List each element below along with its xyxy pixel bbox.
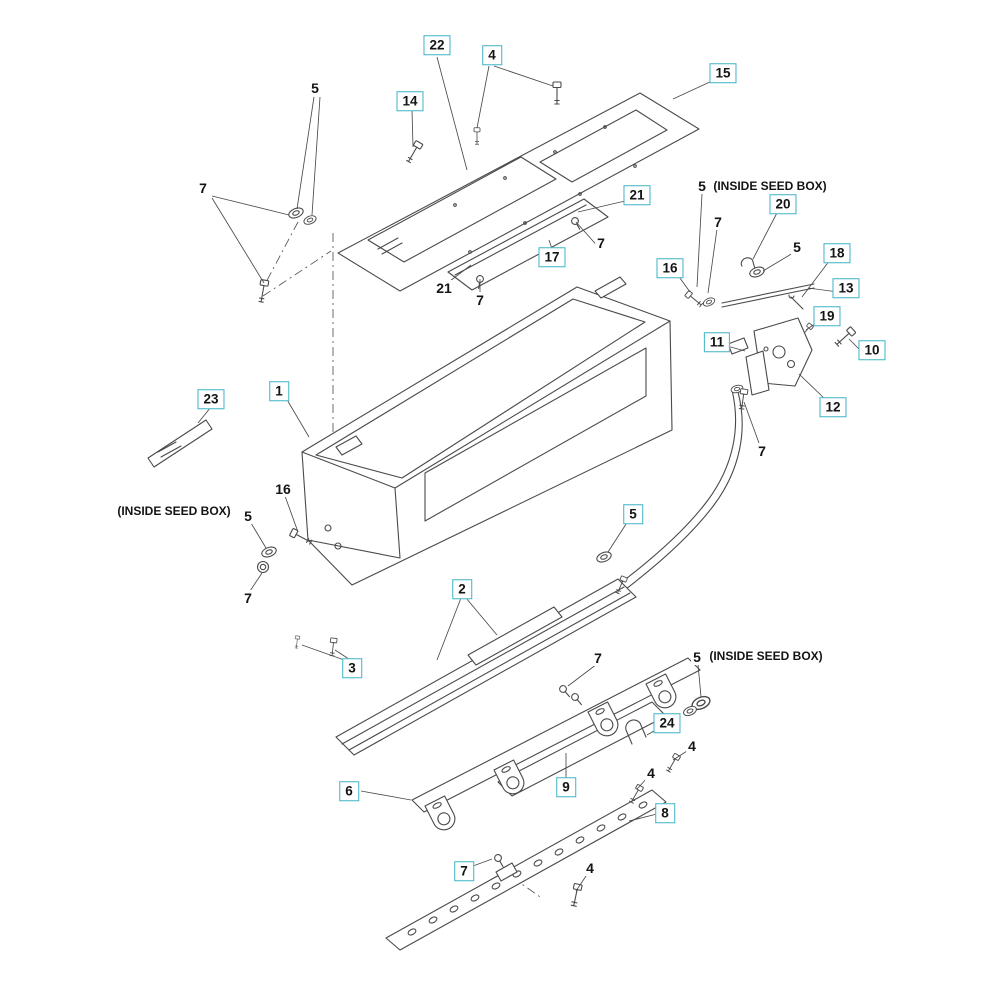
part-callout-7: 7 (756, 443, 768, 459)
part-callout-5: 5 (309, 80, 321, 96)
part-callout-15-boxed[interactable]: 15 (709, 63, 737, 83)
part-callout-4: 4 (645, 765, 657, 781)
part-callout-16-boxed[interactable]: 16 (656, 258, 684, 278)
support-rail (293, 549, 637, 756)
part-callout-5: 5 (691, 649, 703, 665)
part-callout-3-boxed[interactable]: 3 (342, 658, 362, 678)
seed-box (301, 276, 673, 586)
label-strip (147, 419, 213, 468)
part-callout-5: 5 (242, 508, 254, 524)
part-callout-14-boxed[interactable]: 14 (396, 91, 424, 111)
part-callout-13-boxed[interactable]: 13 (832, 278, 860, 298)
part-callout-12-boxed[interactable]: 12 (819, 397, 847, 417)
lid-assembly (337, 92, 700, 292)
inside-seed-box-note: (INSIDE SEED BOX) (711, 179, 829, 193)
punched-strip (385, 789, 667, 951)
part-callout-4: 4 (584, 860, 596, 876)
part-callout-7: 7 (197, 180, 209, 196)
part-callout-6-boxed[interactable]: 6 (339, 781, 359, 801)
part-callout-21: 21 (434, 280, 454, 296)
part-callout-11-boxed[interactable]: 11 (703, 332, 731, 352)
seed-tube-curve (611, 389, 743, 603)
part-callout-5: 5 (696, 178, 708, 194)
feed-mechanism (684, 257, 857, 410)
part-callout-9-boxed[interactable]: 9 (556, 777, 576, 797)
part-callout-7: 7 (242, 590, 254, 606)
part-callout-17-boxed[interactable]: 17 (538, 247, 566, 267)
part-callout-7: 7 (474, 292, 486, 308)
part-callout-24-boxed[interactable]: 24 (653, 713, 681, 733)
part-callout-4-boxed[interactable]: 4 (482, 45, 502, 65)
part-callout-1-boxed[interactable]: 1 (269, 381, 289, 401)
part-callout-2-boxed[interactable]: 2 (452, 579, 472, 599)
part-callout-7: 7 (592, 650, 604, 666)
leader-lines (197, 56, 863, 892)
part-callout-16: 16 (273, 481, 293, 497)
part-callout-22-boxed[interactable]: 22 (423, 35, 451, 55)
part-callout-20-boxed[interactable]: 20 (769, 194, 797, 214)
part-callout-7: 7 (712, 214, 724, 230)
part-callout-21-boxed[interactable]: 21 (623, 185, 651, 205)
part-callout-7-boxed[interactable]: 7 (454, 861, 474, 881)
part-callout-5-boxed[interactable]: 5 (623, 504, 643, 524)
part-callout-23-boxed[interactable]: 23 (197, 389, 225, 409)
inside-seed-box-note: (INSIDE SEED BOX) (115, 504, 233, 518)
part-callout-4: 4 (686, 738, 698, 754)
part-callout-18-boxed[interactable]: 18 (823, 243, 851, 263)
part-callout-5: 5 (791, 239, 803, 255)
bracket-strip (411, 657, 713, 835)
part-callout-10-boxed[interactable]: 10 (858, 340, 886, 360)
part-callout-19-boxed[interactable]: 19 (813, 306, 841, 326)
inside-seed-box-note: (INSIDE SEED BOX) (707, 649, 825, 663)
part-callout-7: 7 (595, 235, 607, 251)
part-callout-8-boxed[interactable]: 8 (655, 803, 675, 823)
